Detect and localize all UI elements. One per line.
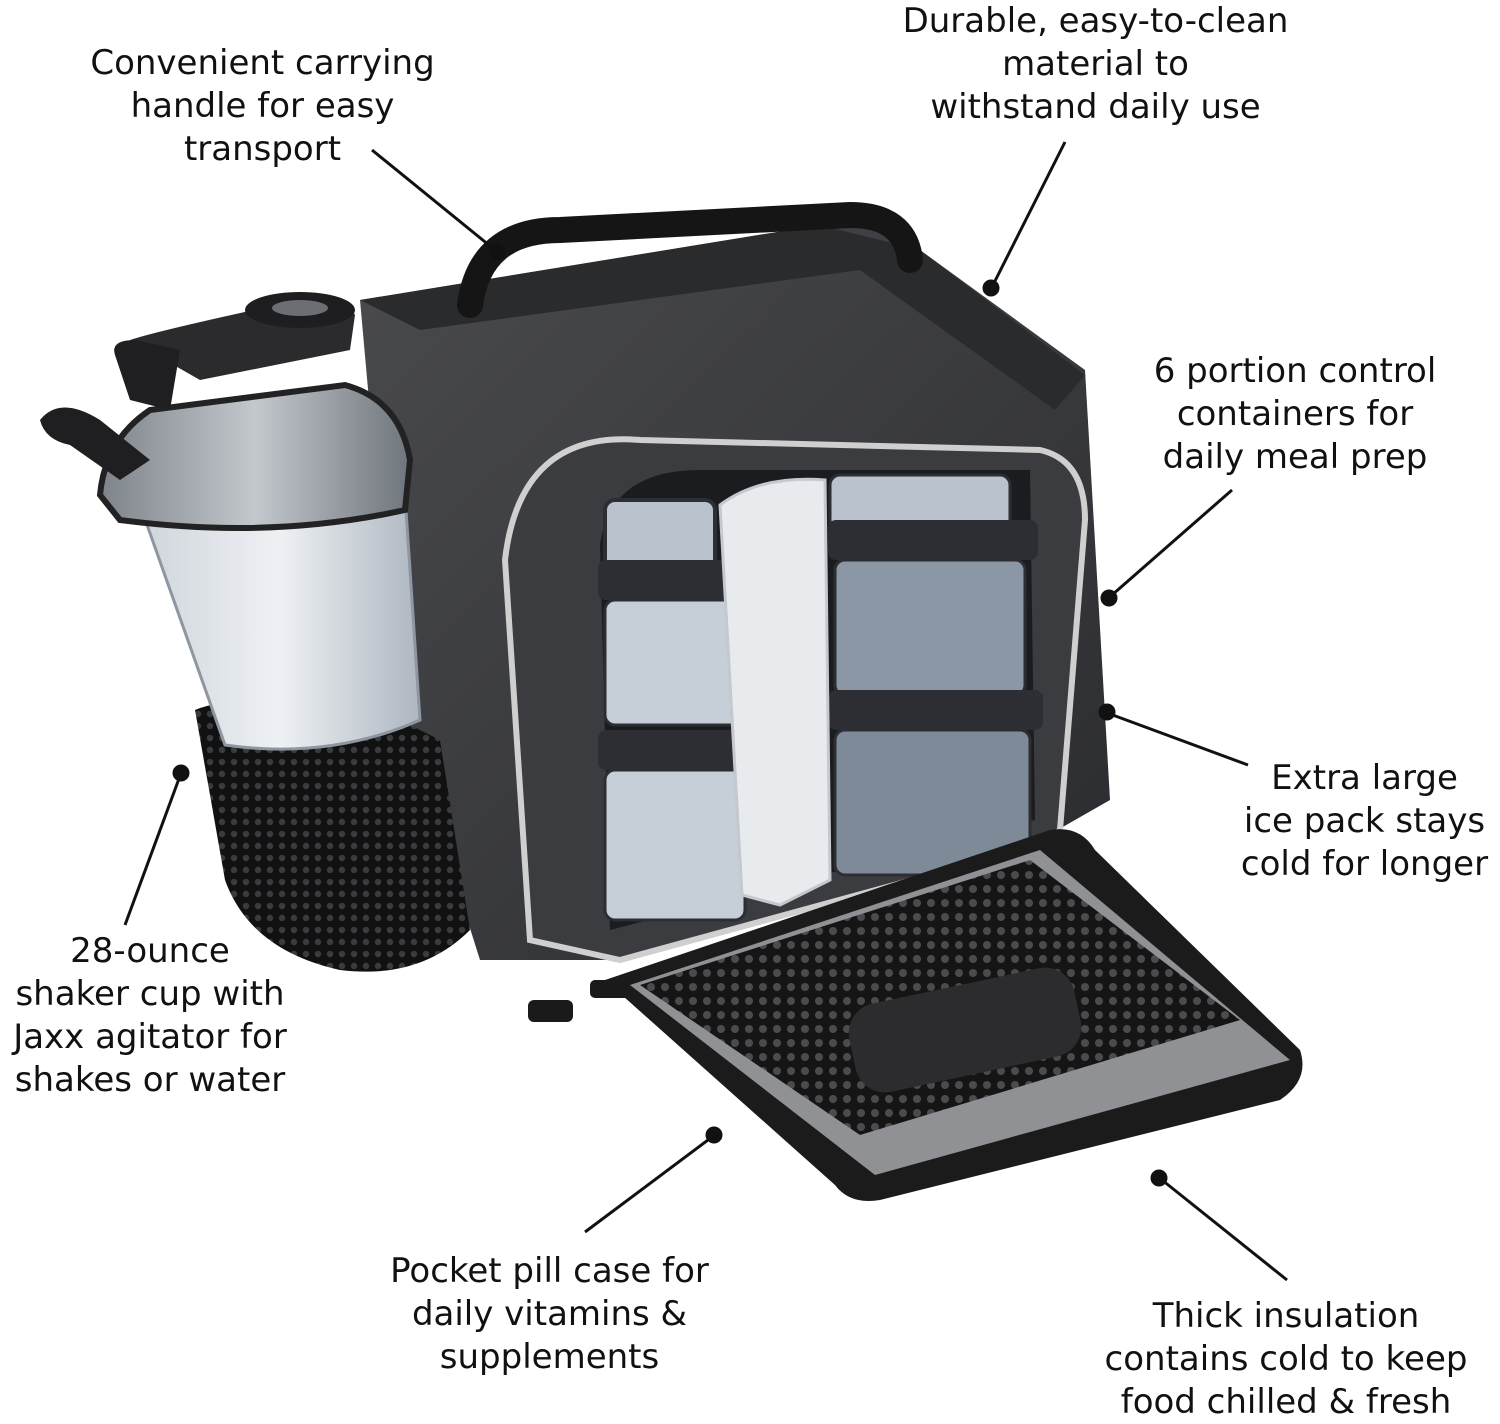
shaker-cup — [40, 292, 422, 751]
callout-portion-containers: 6 portion control containers for daily m… — [1140, 350, 1450, 479]
side-mesh-pocket — [195, 701, 470, 972]
front-flap — [605, 829, 1303, 1201]
callout-insulation: Thick insulation contains cold to keep f… — [1093, 1295, 1479, 1424]
callout-line: containers for — [1176, 394, 1414, 434]
callout-line: Extra large — [1271, 758, 1458, 798]
callout-line: cold for longer — [1240, 844, 1489, 884]
pill-case — [848, 967, 1082, 1093]
callout-line: Convenient carrying — [90, 43, 435, 83]
zipper-pull — [590, 980, 630, 998]
callout-line: shakes or water — [14, 1060, 286, 1100]
callout-line: withstand daily use — [930, 87, 1261, 127]
callout-line: ice pack stays — [1243, 801, 1486, 841]
callout-line: supplements — [439, 1337, 660, 1377]
callout-ice-pack: Extra large ice pack stays cold for long… — [1232, 757, 1497, 886]
zipper-pull — [528, 1000, 573, 1022]
callout-carrying-handle: Convenient carrying handle for easy tran… — [80, 42, 445, 171]
portion-containers — [598, 473, 1043, 922]
callout-line: transport — [183, 129, 342, 169]
callout-leader-lines — [123, 141, 1288, 1282]
ice-pack — [718, 477, 832, 907]
callout-line: contains cold to keep — [1104, 1339, 1468, 1379]
callout-line: material to — [1002, 44, 1189, 84]
callout-durable-material: Durable, easy-to-clean material to withs… — [893, 0, 1298, 129]
callout-line: 6 portion control — [1153, 351, 1437, 391]
callout-line: Pocket pill case for — [390, 1251, 709, 1291]
callout-pill-case: Pocket pill case for daily vitamins & su… — [378, 1250, 721, 1379]
callout-line: daily meal prep — [1162, 437, 1428, 477]
carrying-handle — [457, 201, 923, 318]
callout-line: Durable, easy-to-clean — [902, 1, 1289, 41]
callout-line: food chilled & fresh — [1120, 1382, 1452, 1422]
callout-line: daily vitamins & — [411, 1294, 688, 1334]
callout-line: Jaxx agitator for — [13, 1017, 287, 1057]
callout-line: handle for easy — [130, 86, 395, 126]
callout-line: shaker cup with — [15, 974, 285, 1014]
callout-line: 28-ounce — [70, 931, 230, 971]
callout-line: Thick insulation — [1152, 1296, 1420, 1336]
callout-shaker-cup: 28-ounce shaker cup with Jaxx agitator f… — [2, 930, 298, 1102]
